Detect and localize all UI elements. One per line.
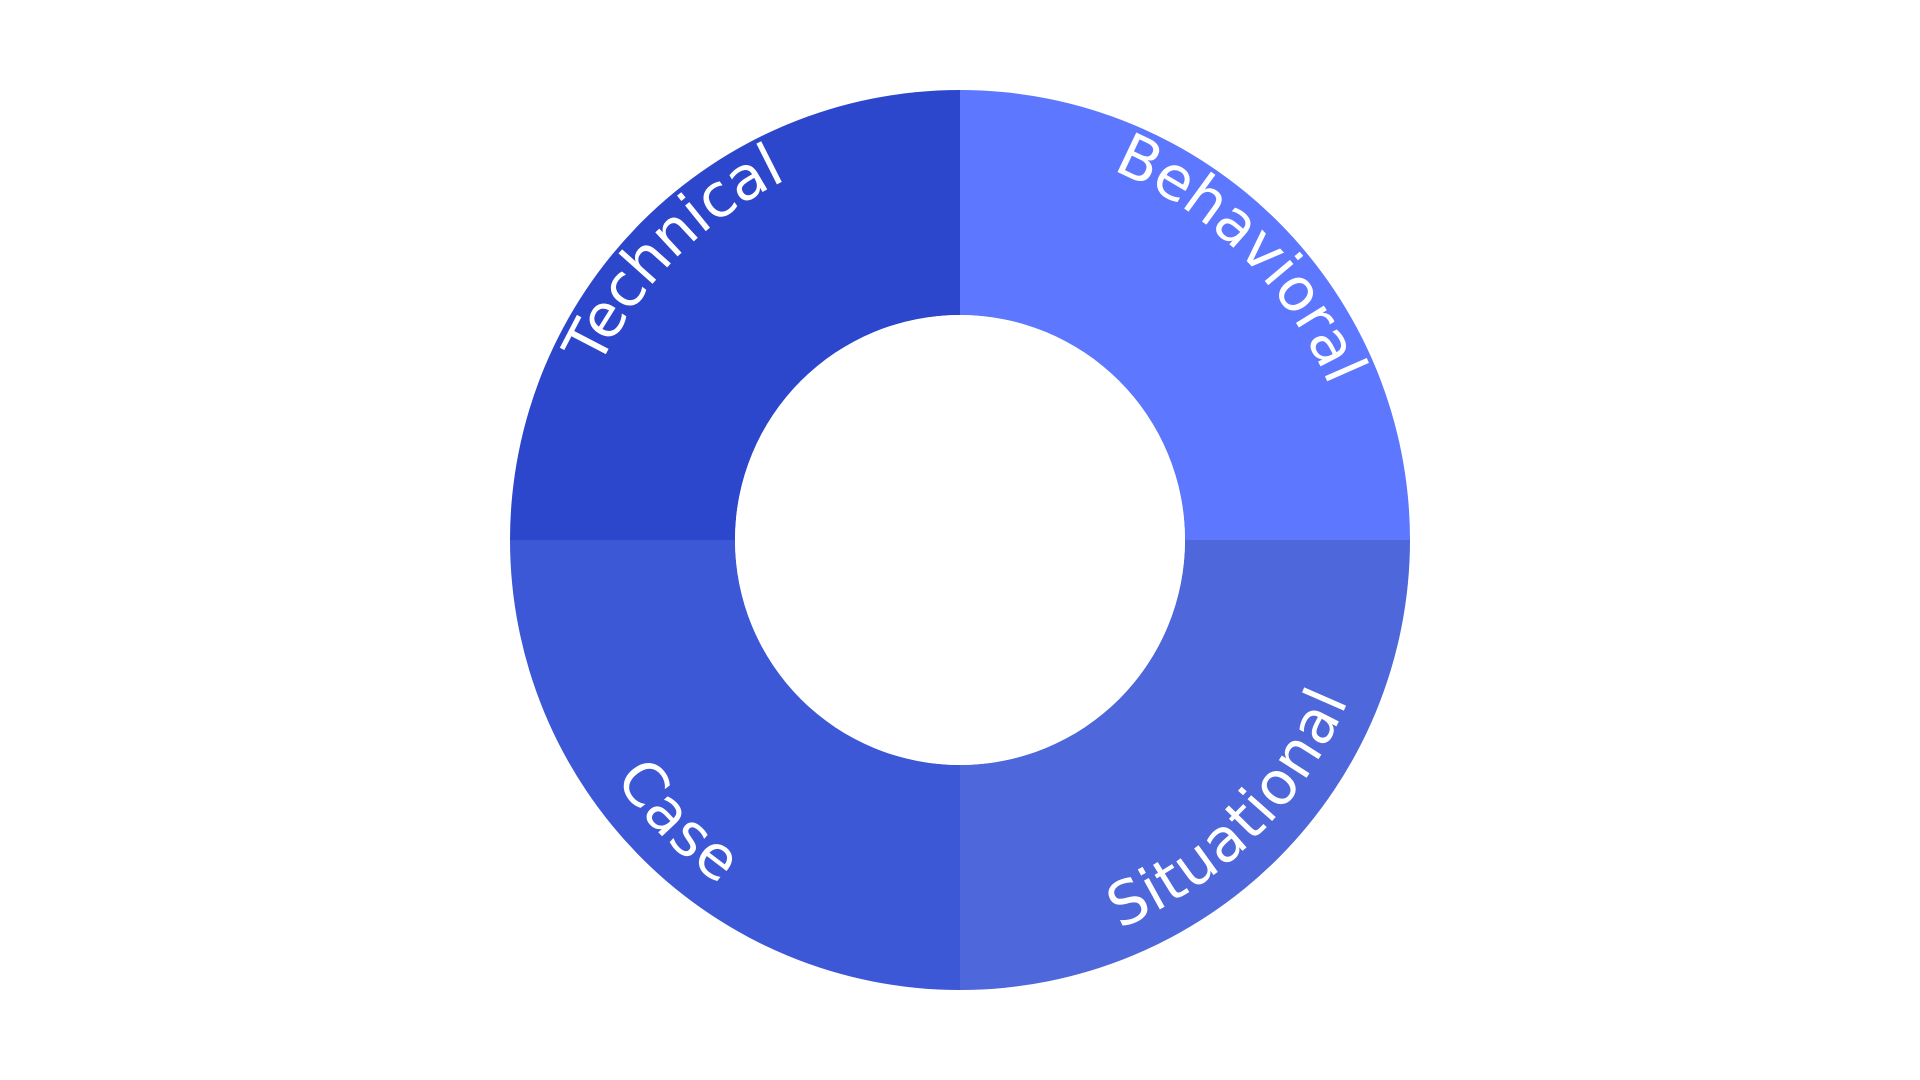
segment-technical[interactable]: [510, 90, 960, 540]
segment-case[interactable]: [510, 540, 960, 990]
segment-situational[interactable]: [960, 540, 1410, 990]
donut-center: [735, 315, 1185, 765]
segment-behavioral[interactable]: [960, 90, 1410, 540]
